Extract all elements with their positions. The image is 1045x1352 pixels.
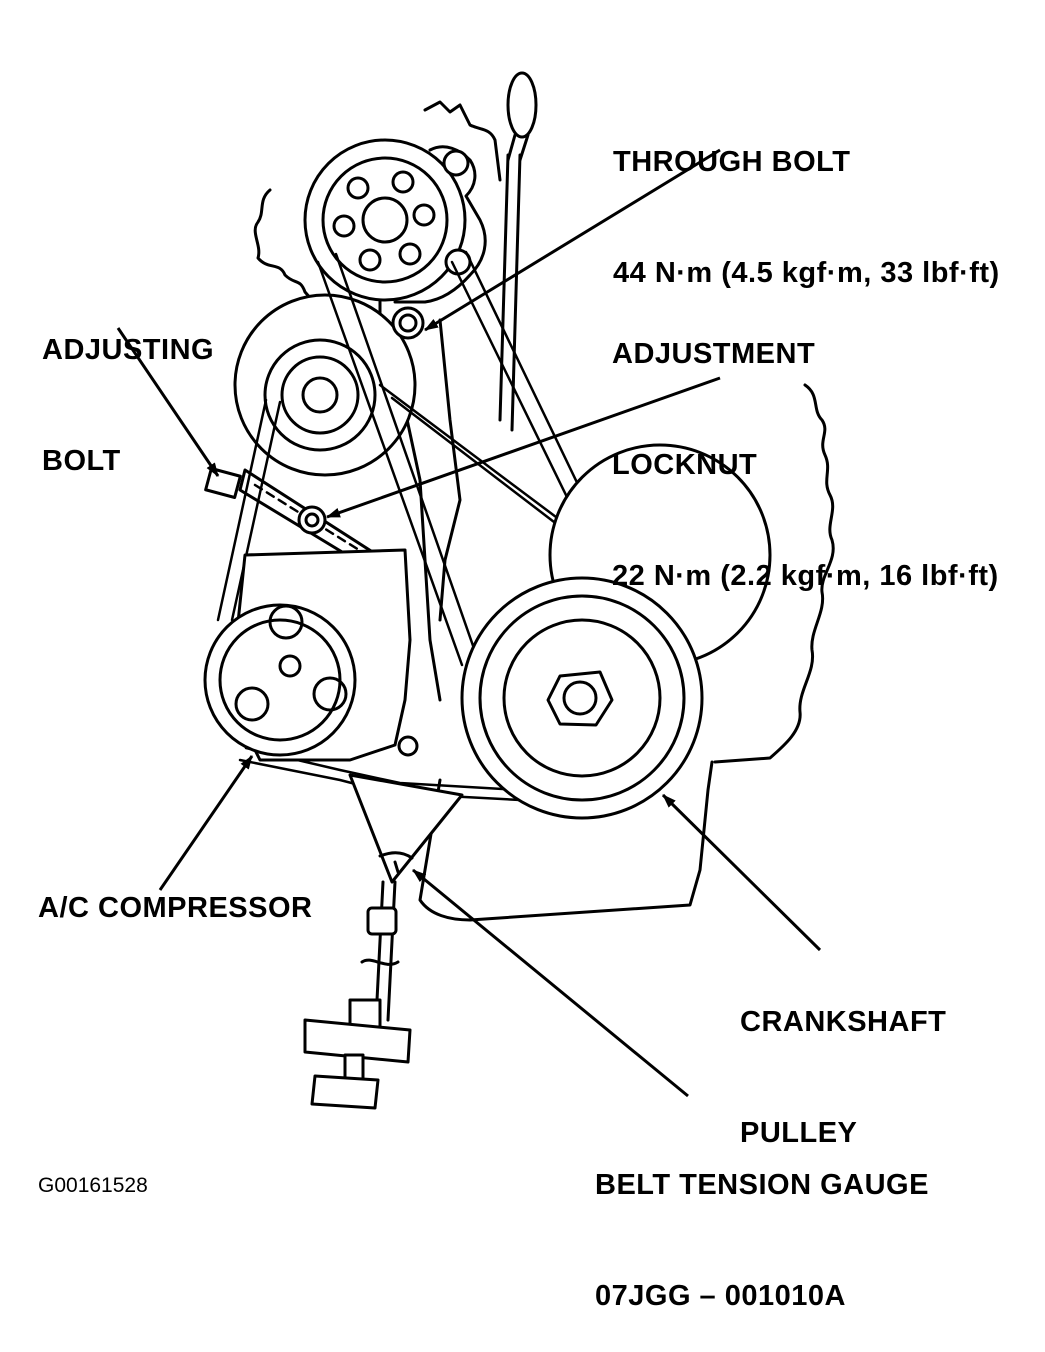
crankshaft-pulley-groove bbox=[478, 594, 686, 802]
adjusting-bolt-line2: BOLT bbox=[42, 445, 121, 477]
ps-belt bbox=[316, 252, 480, 667]
gauge-break bbox=[360, 958, 400, 966]
adjusting-bolt-line1: ADJUSTING bbox=[42, 334, 215, 366]
dipstick-neck bbox=[506, 133, 530, 162]
adjusting-bolt-label: ADJUSTING BOLT bbox=[42, 258, 214, 517]
through-bolt bbox=[391, 306, 425, 340]
bracket-boss bbox=[442, 149, 470, 177]
through-bolt-arrow bbox=[424, 148, 721, 332]
gauge-shaft bbox=[374, 880, 397, 1022]
adjustment-locknut bbox=[297, 505, 327, 535]
belt-tension-gauge-line1: BELT TENSION GAUGE bbox=[595, 1169, 929, 1201]
crankshaft-bolt bbox=[546, 670, 614, 727]
belt-tension-gauge-arrow bbox=[412, 868, 689, 1098]
ac-compressor-hole-1 bbox=[268, 604, 304, 640]
dipstick bbox=[498, 153, 522, 432]
adjustment-locknut-label: ADJUSTMENT LOCKNUT 22 N·m (2.2 kgf·m, 16… bbox=[612, 262, 999, 632]
ac-compressor-label: A/C COMPRESSOR bbox=[38, 892, 313, 924]
crankshaft-pulley-line1: CRANKSHAFT bbox=[740, 1006, 947, 1038]
belt-tension-gauge-label: BELT TENSION GAUGE 07JGG – 001010A bbox=[595, 1093, 929, 1352]
ac-compressor-arrow bbox=[158, 755, 254, 891]
adjustment-locknut-line1: ADJUSTMENT bbox=[612, 338, 816, 370]
through-bolt-label: THROUGH BOLT 44 N·m (4.5 kgf·m, 33 lbf·f… bbox=[613, 70, 1000, 329]
power-steering-pulley-outer bbox=[303, 138, 467, 302]
adjustment-locknut-arrow bbox=[326, 376, 721, 519]
crankshaft-pulley-inner bbox=[502, 618, 662, 778]
engine-block-outline bbox=[713, 383, 835, 764]
belt-tension-gauge-body bbox=[348, 773, 464, 884]
mount-plate-2 bbox=[438, 318, 462, 622]
ac-compressor-hole-2 bbox=[234, 686, 270, 722]
oil-pan bbox=[418, 760, 714, 922]
ac-belt-left bbox=[216, 398, 282, 622]
crankshaft-pulley-line2: PULLEY bbox=[740, 1117, 858, 1149]
adjustment-locknut-line2: LOCKNUT bbox=[612, 449, 758, 481]
power-steering-pulley-holes bbox=[332, 170, 436, 272]
gauge-foot bbox=[310, 1074, 380, 1110]
crankshaft-bolt-washer bbox=[562, 680, 598, 716]
dipstick-handle bbox=[506, 71, 538, 139]
gauge-stem bbox=[343, 1053, 365, 1082]
power-steering-pulley-inner bbox=[321, 156, 449, 284]
gauge-t-handle bbox=[303, 1018, 412, 1064]
ac-compressor-hole-3 bbox=[312, 676, 348, 712]
ac-compressor-hub bbox=[278, 654, 302, 678]
engine-upper-outline bbox=[253, 188, 314, 302]
adjustment-locknut-center bbox=[304, 512, 320, 528]
ac-compressor-pulley-outer bbox=[203, 603, 357, 757]
alternator-pulley-mid bbox=[280, 355, 360, 435]
drive-belt-diagram bbox=[116, 71, 835, 1110]
through-bolt-name: THROUGH BOLT bbox=[613, 146, 851, 178]
adjusting-bolt-arrow bbox=[116, 327, 220, 477]
alternator-pulley-hub bbox=[301, 376, 339, 414]
power-steering-pulley-hub bbox=[361, 196, 409, 244]
compressor-bolt bbox=[397, 735, 419, 757]
crankshaft-pulley-label: CRANKSHAFT PULLEY bbox=[740, 930, 946, 1189]
through-bolt-head bbox=[398, 313, 418, 333]
adjustment-locknut-torque: 22 N·m (2.2 kgf·m, 16 lbf·ft) bbox=[612, 560, 999, 592]
gauge-window bbox=[378, 851, 414, 874]
engine-upper-outline-2 bbox=[423, 100, 502, 182]
crankshaft-pulley-arrow bbox=[661, 793, 822, 952]
belt-tension-gauge-line2: 07JGG – 001010A bbox=[595, 1280, 846, 1312]
gauge-collar bbox=[366, 906, 398, 936]
figure-code: G00161528 bbox=[38, 1174, 148, 1197]
through-bolt-torque: 44 N·m (4.5 kgf·m, 33 lbf·ft) bbox=[613, 257, 1000, 289]
